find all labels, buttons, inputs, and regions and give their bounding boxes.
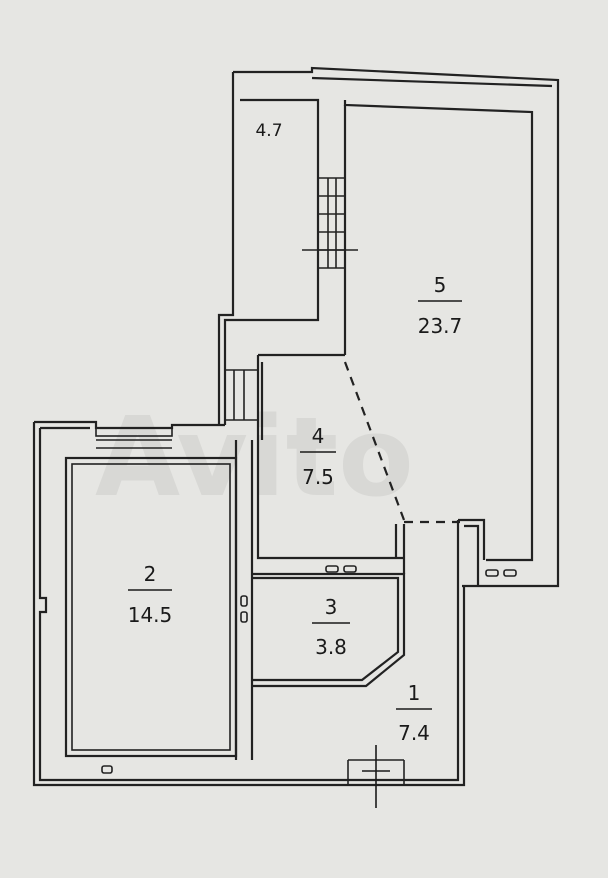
room-number-4: 4 (312, 424, 325, 448)
room-area-3: 3.8 (315, 635, 347, 659)
room-label-2: 2 14.5 (128, 562, 173, 627)
room-number-3: 3 (325, 595, 338, 619)
windows (95, 177, 517, 808)
room-number-1: 1 (408, 681, 421, 705)
room-number-5: 5 (434, 273, 447, 297)
outer-walls (32, 66, 560, 787)
room-area-5: 23.7 (418, 314, 463, 338)
room-number-2: 2 (144, 562, 157, 586)
room-label-5: 5 23.7 (418, 273, 463, 338)
room-label-balcony: 4.7 (255, 121, 282, 141)
inner-walls (64, 353, 486, 760)
room-area-2: 14.5 (128, 603, 173, 627)
room-label-3: 3 3.8 (312, 595, 350, 659)
room-label-1: 1 7.4 (396, 681, 432, 745)
room-area-4: 7.5 (302, 465, 334, 489)
room-area-balcony: 4.7 (255, 121, 282, 141)
room-area-1: 7.4 (398, 721, 430, 745)
dashed-boundaries (343, 361, 460, 524)
room-label-4: 4 7.5 (300, 424, 336, 489)
